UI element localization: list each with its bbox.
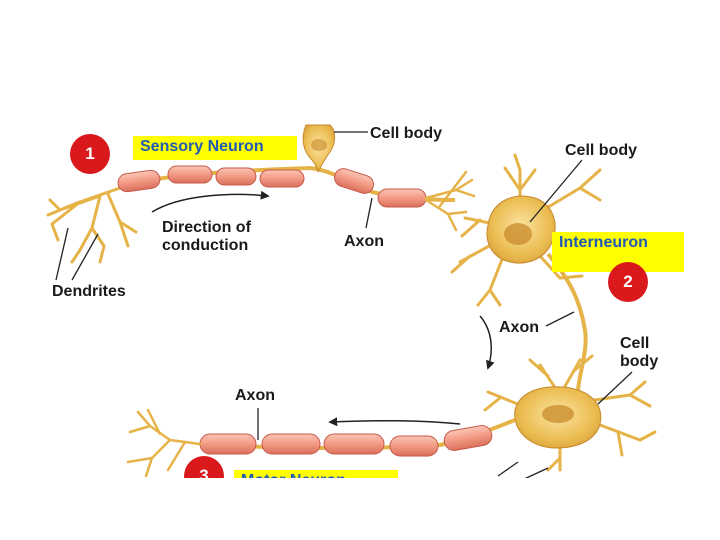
bottom-blank-area — [0, 478, 720, 540]
interneuron — [450, 153, 602, 391]
interneuron-nucleus — [504, 223, 532, 245]
direction-arrow-middle — [479, 315, 495, 370]
label-dendrites: Dendrites — [52, 283, 126, 300]
label-axon-sensory: Axon — [344, 233, 384, 250]
sensory-dendrites — [46, 186, 138, 264]
label-cell-body-motor-line2: body — [620, 353, 659, 370]
motor-neuron — [126, 354, 657, 478]
interneuron-axon — [546, 252, 588, 391]
label-direction-line1: Direction of — [162, 219, 251, 236]
direction-arrow-bottom — [328, 417, 461, 427]
sensory-myelin — [117, 165, 427, 208]
label-axon-interneuron: Axon — [499, 319, 539, 336]
motor-myelin — [199, 425, 493, 457]
direction-arrow-top — [151, 190, 270, 213]
label-cell-body-motor-line1: Cell — [620, 335, 650, 352]
badge-2: 2 — [608, 262, 648, 302]
label-axon-motor: Axon — [235, 387, 275, 404]
sensory-neuron-label: Sensory Neuron — [133, 136, 297, 160]
label-cell-body-interneuron: Cell body — [565, 142, 638, 159]
label-cell-body-sensory: Cell body — [370, 125, 443, 142]
badge-1: 1 — [70, 134, 110, 174]
motor-nucleus — [542, 405, 574, 423]
sensory-neuron — [46, 124, 476, 264]
leader-lines — [55, 131, 633, 481]
motor-dendrites — [483, 354, 657, 472]
label-direction-line2: conduction — [162, 237, 249, 254]
